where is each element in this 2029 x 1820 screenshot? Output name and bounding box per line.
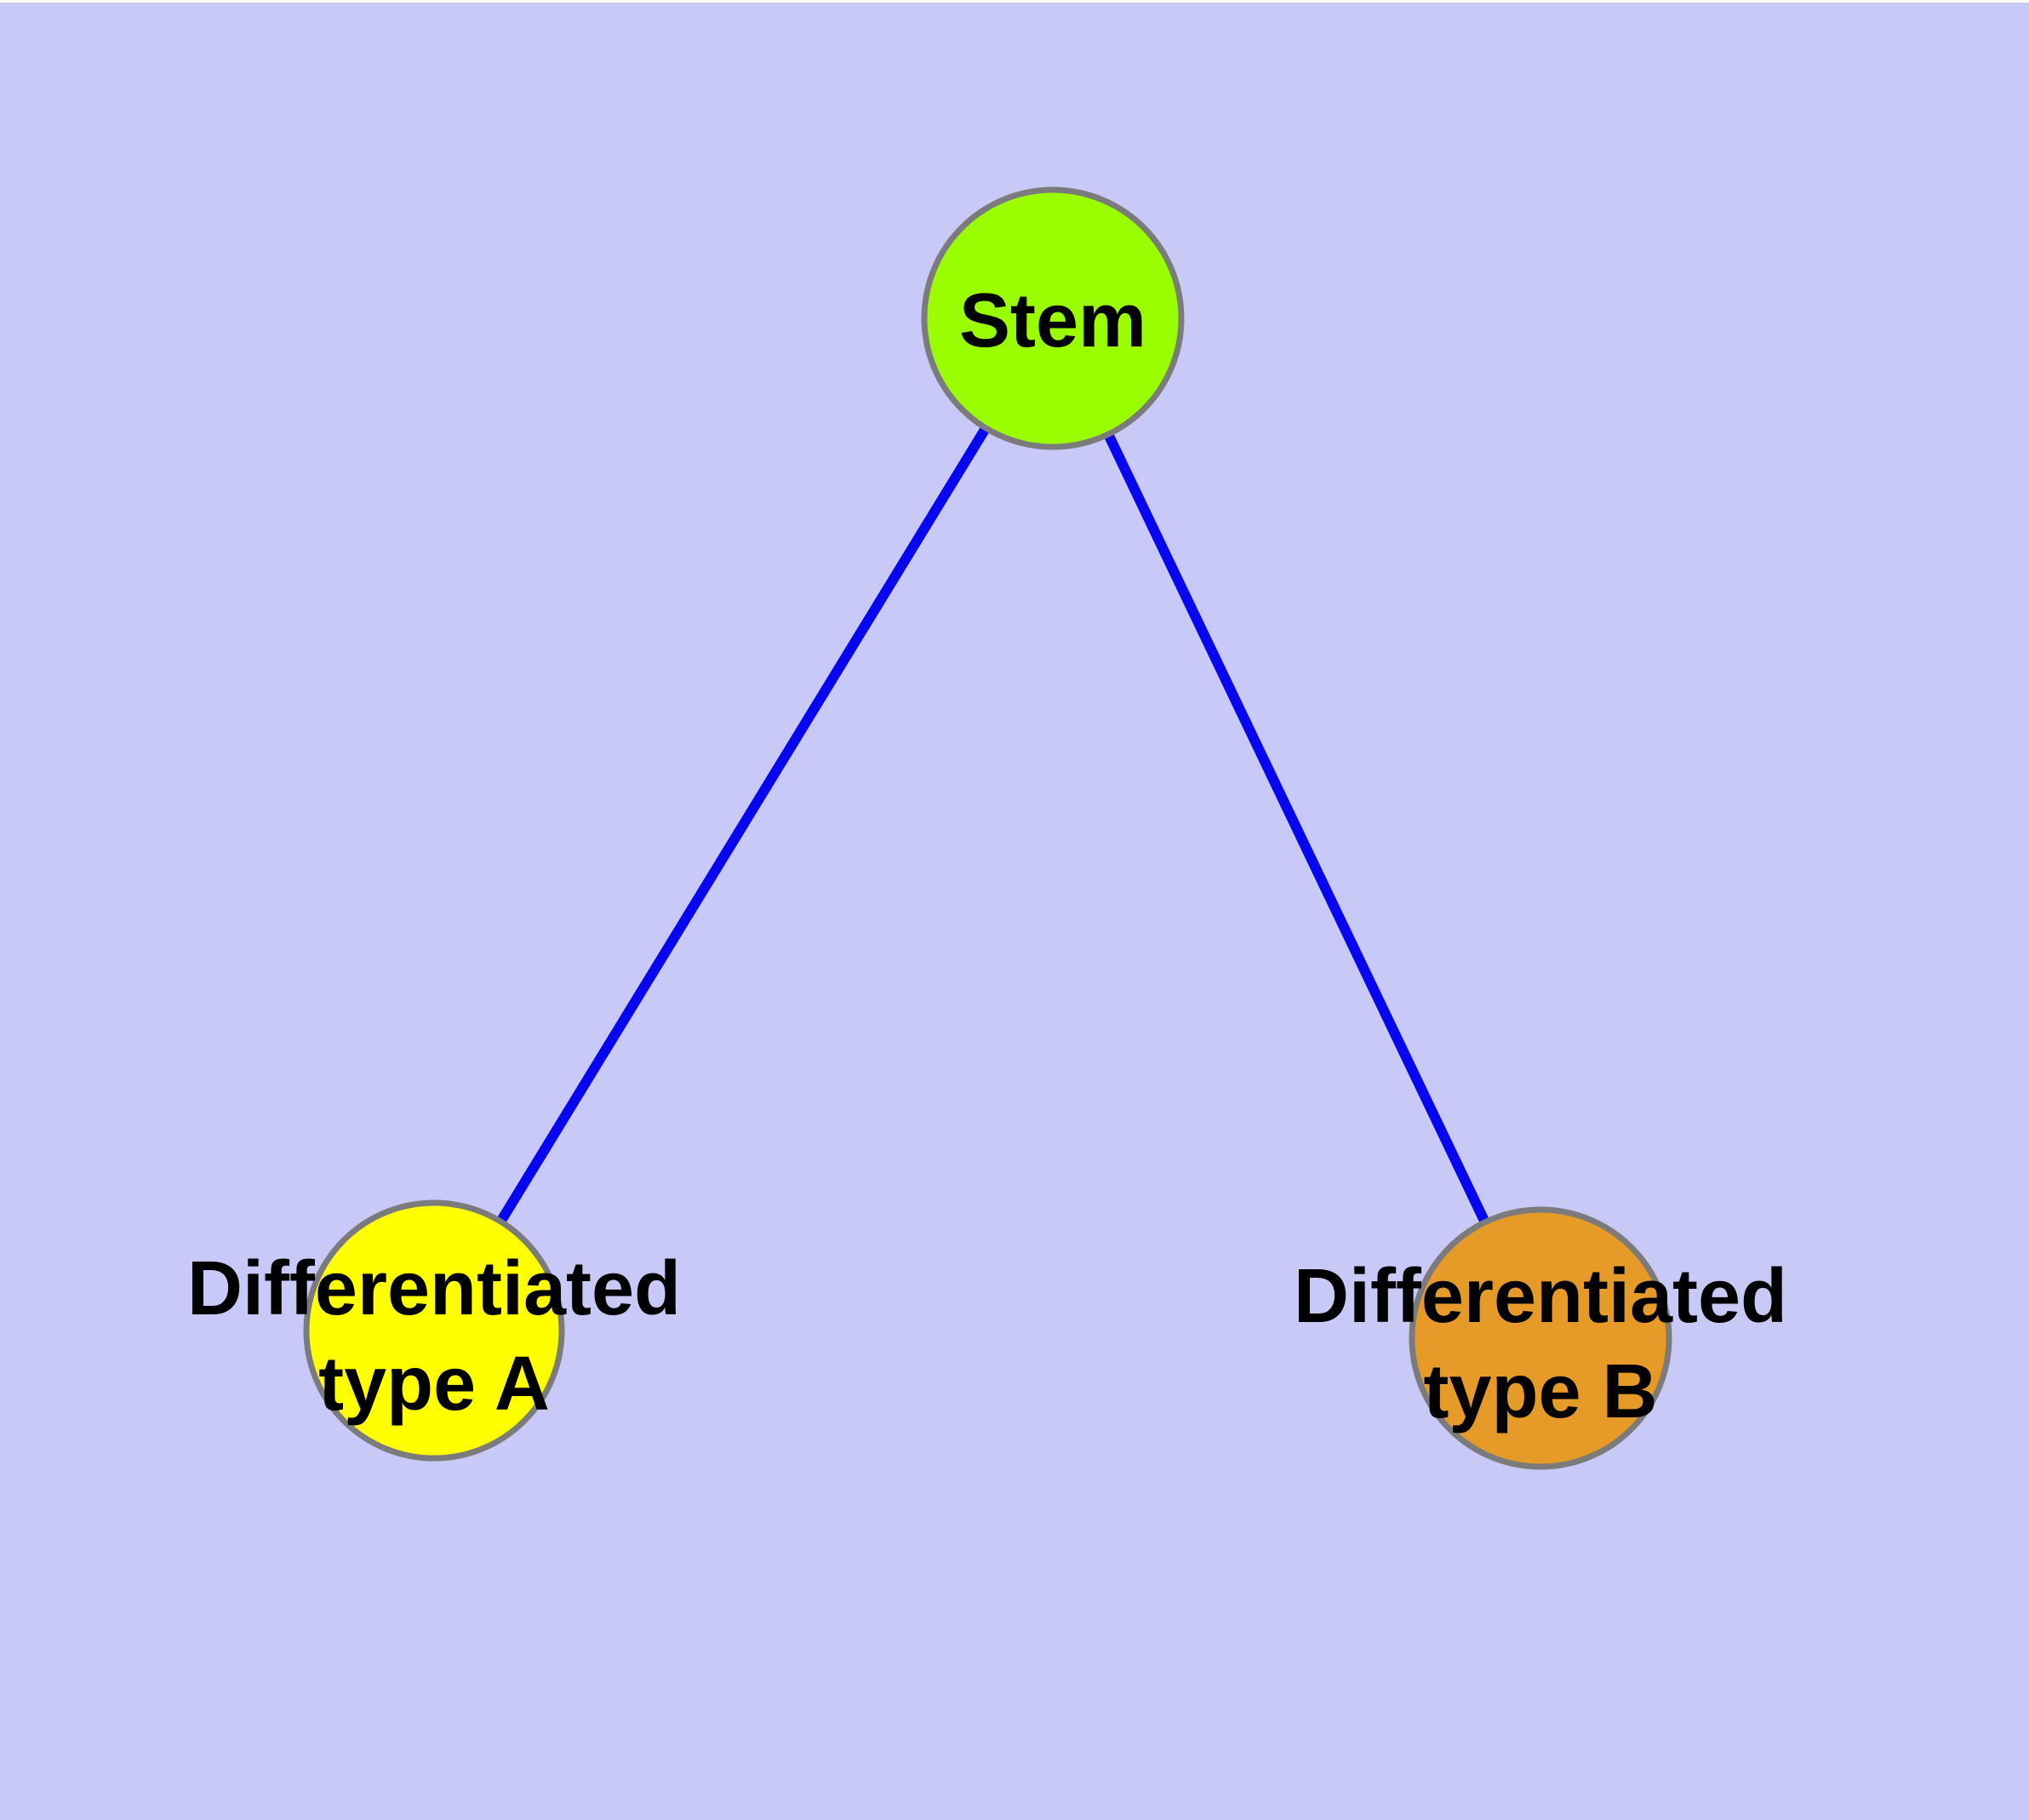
- node-differentiated-type-b-label: Differentiated type B: [1294, 1254, 1787, 1434]
- node-differentiated-type-b-circle[interactable]: [1409, 1206, 1672, 1470]
- node-differentiated-type-b-label-line: Differentiated: [1294, 1254, 1787, 1339]
- node-differentiated-type-a-circle[interactable]: [303, 1199, 565, 1462]
- node-differentiated-type-a-label: Differentiated type A: [187, 1246, 681, 1427]
- node-differentiated-type-b: Differentiated type B: [1294, 1206, 1787, 1470]
- canvas-top-border: [0, 0, 2029, 3]
- node-differentiated-type-a: Differentiated type A: [187, 1199, 681, 1462]
- node-differentiated-type-a-label-line: Differentiated: [187, 1246, 681, 1331]
- node-differentiated-type-a-label-line: type A: [318, 1342, 550, 1427]
- edge-stem-differentiated-type-b: [1048, 316, 1546, 1341]
- node-differentiated-type-b-label-line: type B: [1423, 1349, 1657, 1434]
- node-stem-label-line: Stem: [959, 278, 1146, 363]
- node-stem-circle[interactable]: [921, 186, 1185, 450]
- edge-stem-differentiated-type-a: [429, 315, 1058, 1334]
- node-stem-label: Stem: [959, 278, 1146, 363]
- node-stem: Stem: [921, 186, 1185, 450]
